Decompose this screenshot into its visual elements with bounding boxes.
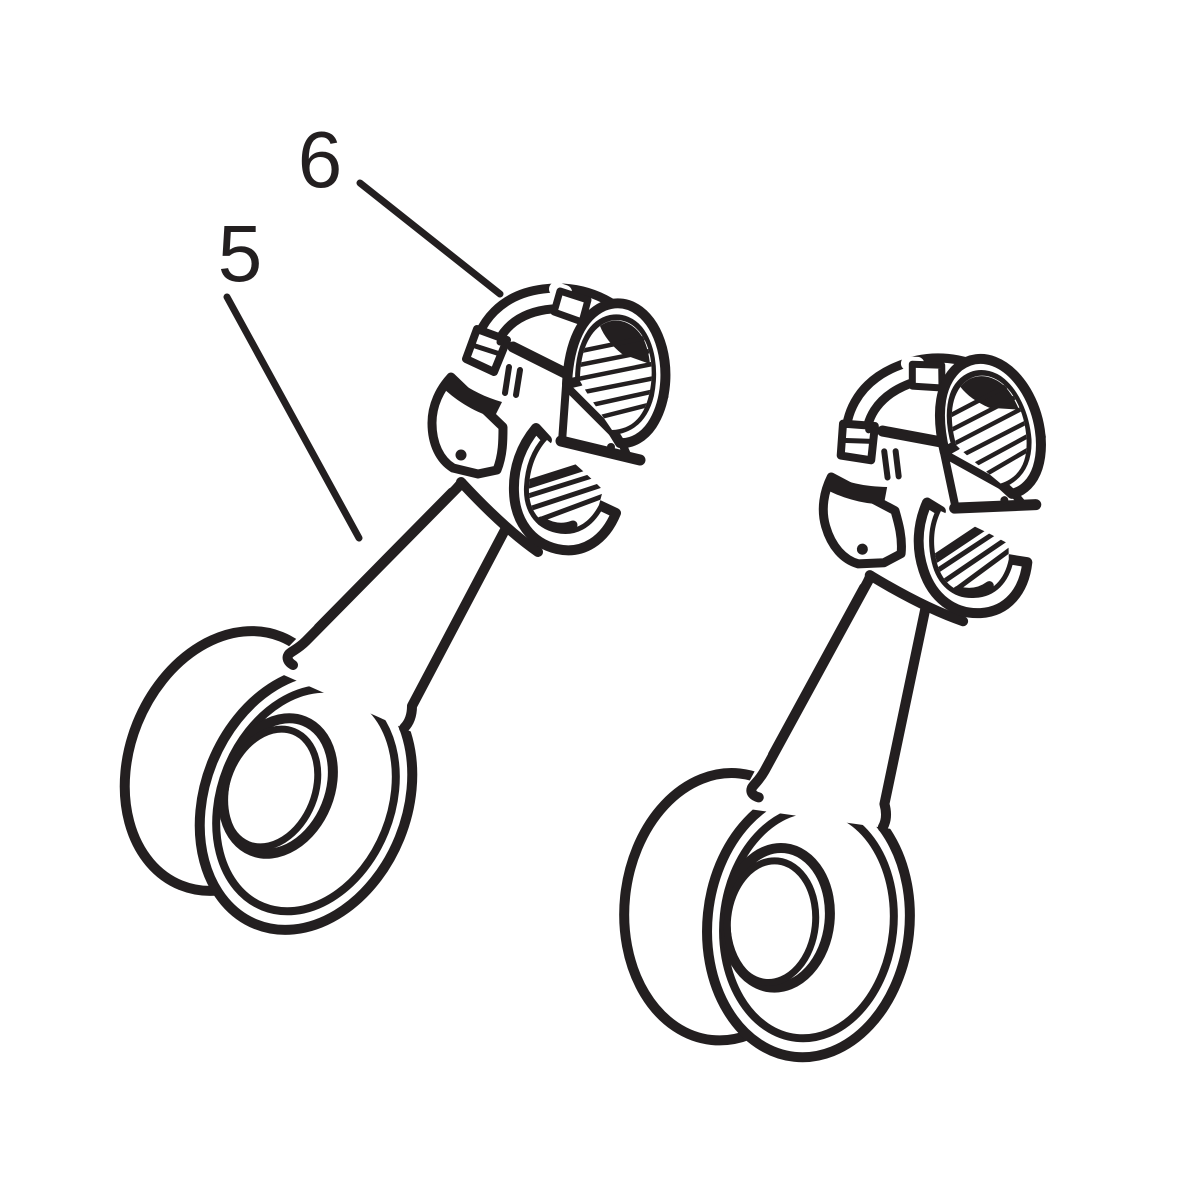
callout-label-5: 5 (218, 209, 263, 298)
callout-label-6: 6 (298, 115, 343, 204)
callout-leader-6 (356, 179, 504, 298)
callout-leader-5 (223, 293, 363, 542)
connecting-rod-assembly-right (457, 332, 1199, 1139)
connecting-rod-assembly-left (87, 288, 665, 962)
